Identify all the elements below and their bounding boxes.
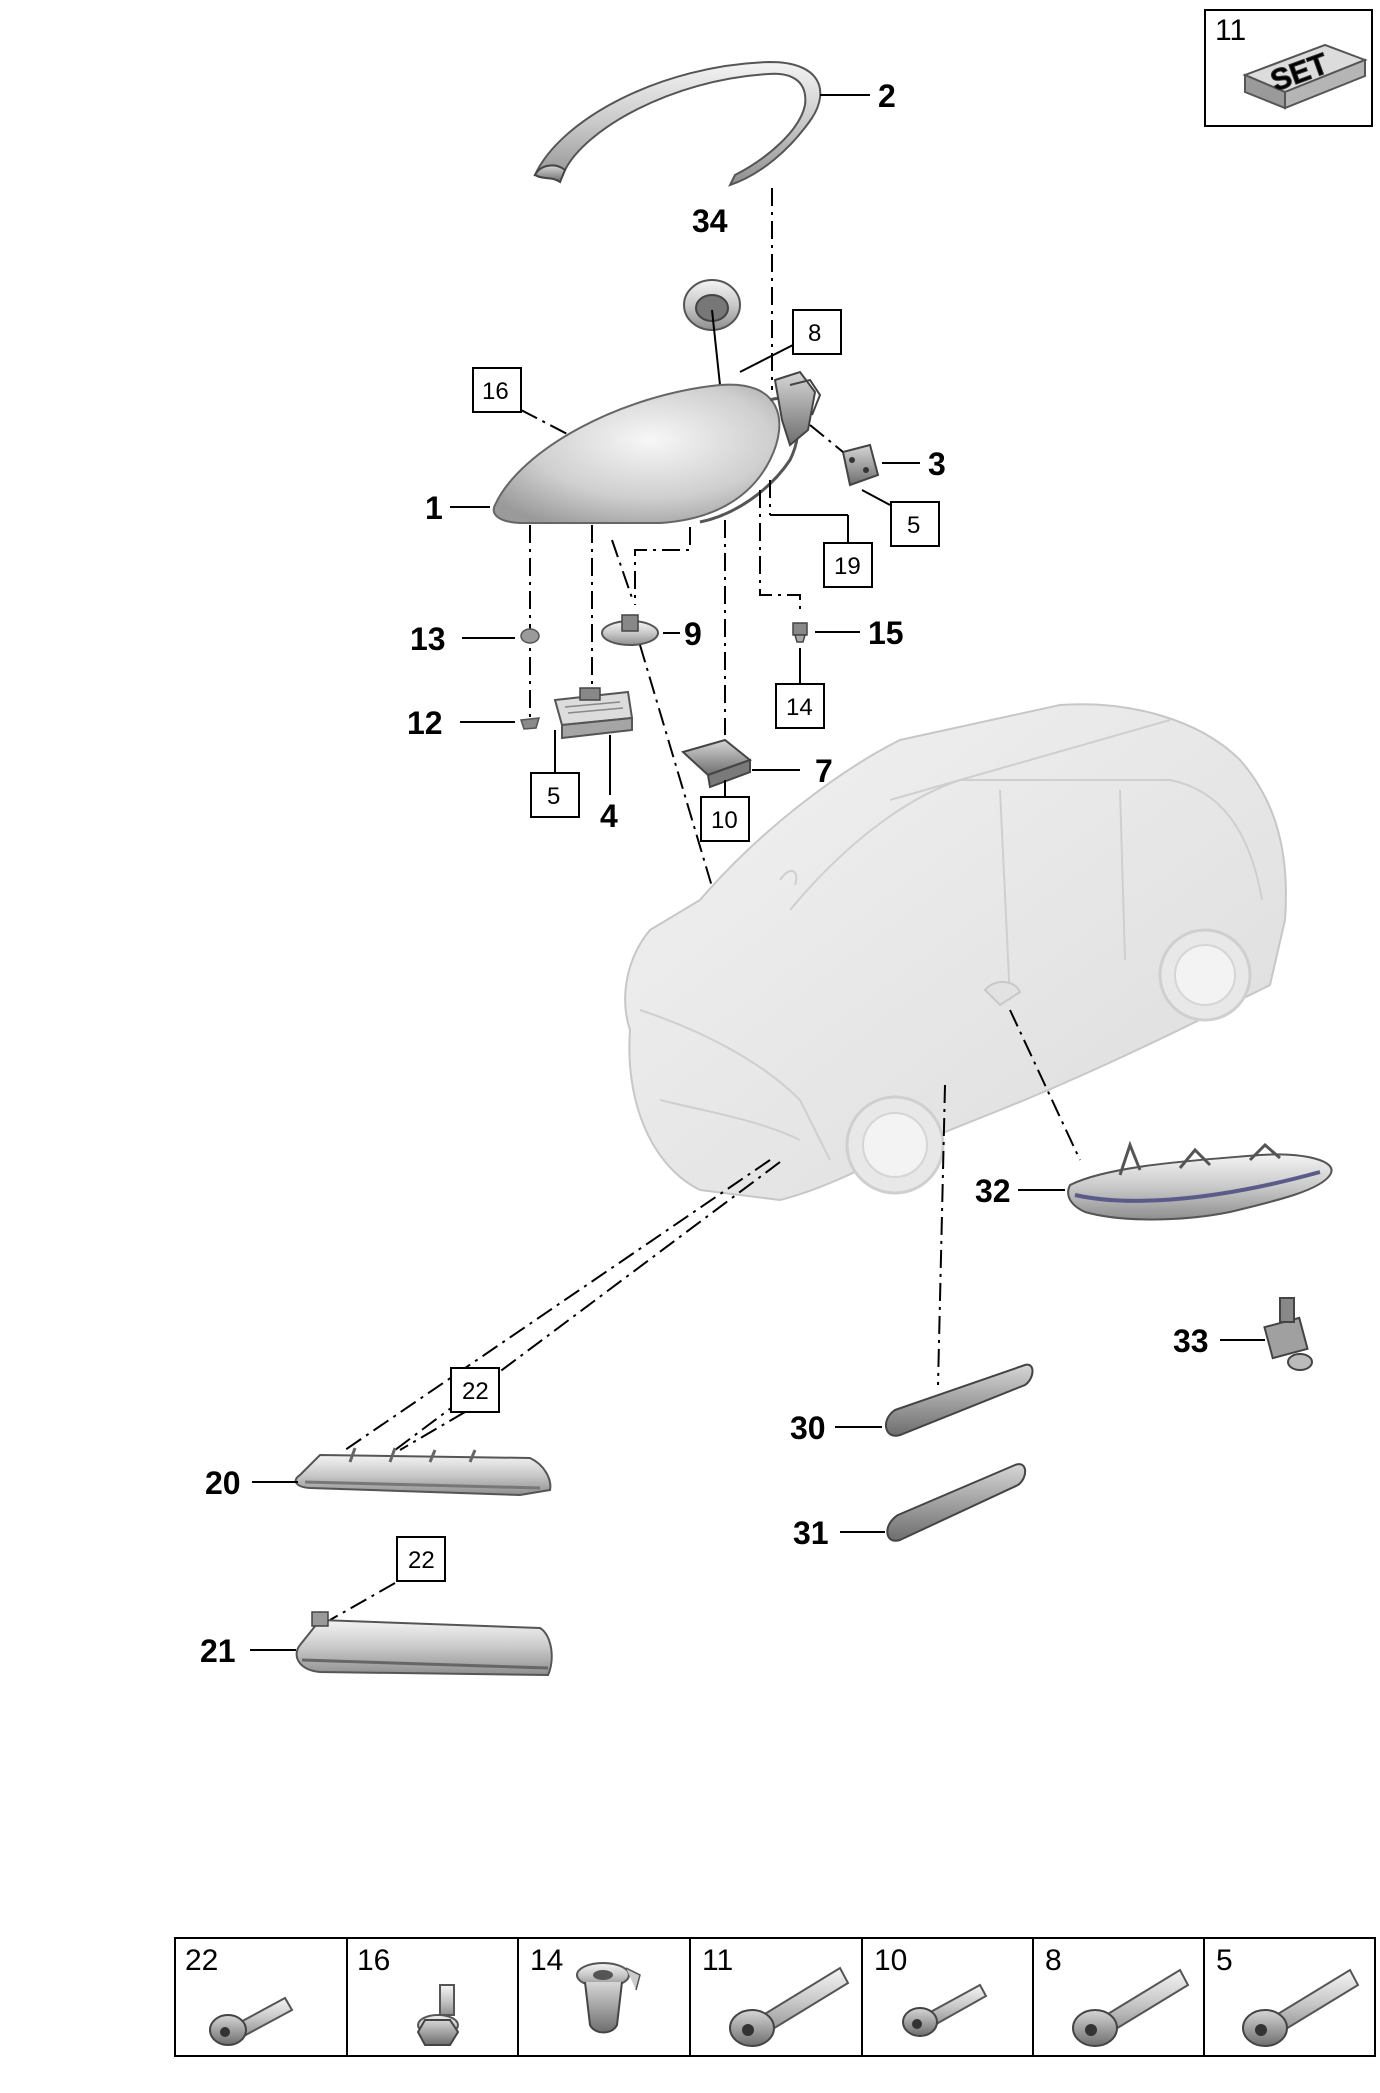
- callout-13: 13: [410, 621, 446, 657]
- set-box-number: 11: [1215, 14, 1246, 47]
- led-module: [681, 738, 753, 789]
- legend-number-5: 5: [1216, 1944, 1233, 1977]
- ref-box-8: 8: [808, 320, 821, 347]
- clip-nut: [519, 717, 541, 730]
- ref-box-5-control: 5: [547, 783, 560, 810]
- callout-21: 21: [200, 1633, 236, 1669]
- callout-32: 32: [975, 1173, 1011, 1209]
- legend-number-11: 11: [702, 1944, 733, 1977]
- side-marker-30: [885, 1363, 1034, 1437]
- control-unit: [553, 687, 634, 740]
- hex-flange-bolt-icon: [416, 1984, 460, 2046]
- callout-2: 2: [878, 78, 896, 114]
- callout-12: 12: [407, 705, 443, 741]
- callout-33: 33: [1173, 1323, 1209, 1359]
- torx-bolt-small-icon: [902, 1983, 988, 2037]
- torx-bolt-short-icon: [209, 1996, 294, 2046]
- fastener-legend: 22 16 14 11 10: [174, 1937, 1376, 2057]
- callout-9: 9: [684, 616, 702, 652]
- callout-4: 4: [600, 798, 618, 834]
- legend-number-16: 16: [357, 1944, 390, 1977]
- grommet: [520, 628, 540, 644]
- callout-30: 30: [790, 1410, 826, 1446]
- torx-bolt-long-icon: [1072, 1968, 1190, 2047]
- callout-15: 15: [868, 615, 904, 651]
- callout-31: 31: [793, 1515, 829, 1551]
- front-light-unit-21: [295, 1611, 553, 1677]
- legend-number-10: 10: [874, 1944, 907, 1977]
- front-light-unit-20: [294, 1447, 552, 1497]
- torx-bolt-long-icon: [1242, 1968, 1360, 2047]
- callout-3: 3: [928, 446, 946, 482]
- torx-bolt-long-icon: [729, 1966, 850, 2047]
- ref-box-16: 16: [482, 378, 509, 405]
- set-box: 11 SET: [1204, 9, 1373, 127]
- electrical-connector: [1263, 1297, 1313, 1371]
- legend-number-8: 8: [1045, 1944, 1062, 1977]
- side-mirror: [983, 981, 1022, 1007]
- ref-box-14: 14: [786, 694, 813, 721]
- mirror-turn-indicator: [1067, 1140, 1333, 1221]
- headlight-trim-strip: [533, 60, 822, 187]
- headlight-assembly: [492, 370, 822, 524]
- ref-box-22-lower: 22: [408, 1547, 435, 1574]
- ref-box-10: 10: [711, 807, 738, 834]
- expansion-nut-icon: [576, 1962, 641, 2034]
- ref-box-5-bracket: 5: [907, 512, 920, 539]
- side-marker-31: [886, 1463, 1027, 1542]
- headlight-cap: [683, 279, 741, 331]
- callout-1: 1: [425, 490, 443, 526]
- vehicle-illustration: [624, 703, 1287, 1202]
- callout-34: 34: [692, 203, 728, 239]
- legend-number-22: 22: [185, 1944, 218, 1977]
- ref-box-22-upper: 22: [462, 1378, 489, 1405]
- screw-15: [792, 622, 808, 643]
- ref-box-19: 19: [834, 553, 861, 580]
- leveling-actuator: [601, 614, 659, 646]
- callout-20: 20: [205, 1465, 241, 1501]
- callout-7: 7: [815, 753, 833, 789]
- legend-number-14: 14: [530, 1944, 563, 1977]
- mounting-bracket: [841, 443, 880, 487]
